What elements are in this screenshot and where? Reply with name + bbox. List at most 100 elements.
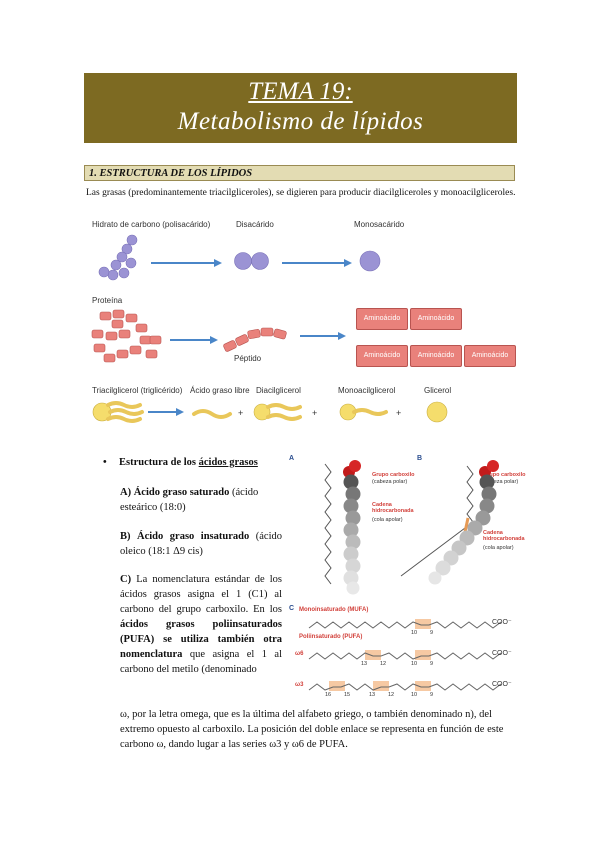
position-label: 12 [380, 661, 387, 667]
paragraph-c-text-2: que asigna el 1 al carbono del metilo (d… [120, 649, 282, 675]
ffa-label: Ácido graso libre [190, 386, 250, 395]
glycerol-icon [426, 401, 448, 423]
paragraph-c-bold: ácidos grasos poliinsaturados (PUFA) se … [120, 619, 282, 660]
arrow-icon [282, 259, 352, 267]
dag-label: Diacilglicerol [256, 386, 301, 395]
diacylglycerol-icon [253, 403, 302, 421]
protein-label: Proteína [92, 296, 123, 305]
position-label: 16 [325, 692, 332, 698]
carb-row-graphic [98, 234, 381, 281]
double-bond-highlight [365, 650, 381, 660]
paragraph-c: C) La nomenclatura estándar de los ácido… [120, 572, 282, 677]
monosaccharide-icon [359, 250, 381, 272]
chain-label-b: Cadena hidrocarbonada [483, 530, 525, 542]
glycerol-label: Glicerol [424, 386, 452, 395]
pufa-label: Poliinsaturado (PUFA) [299, 634, 363, 640]
monoacylglycerol-icon [339, 403, 388, 421]
bullet-heading: • Estructura de los ácidos grasos [103, 457, 258, 468]
fatty-acid-models [324, 460, 499, 595]
section-heading: 1. ESTRUCTURA DE LOS LÍPIDOS [84, 165, 515, 181]
arrow-icon [151, 259, 222, 267]
mufa-pufa-chains [308, 619, 502, 691]
position-label: 15 [344, 692, 351, 698]
intro-paragraph: Las grasas (predominantemente triacilgli… [86, 188, 516, 198]
coo-label-mufa: COO⁻ [492, 619, 512, 626]
position-label: 10 [411, 630, 418, 636]
disaccharide-icon [234, 252, 269, 270]
polysaccharide-icon [98, 234, 138, 281]
lipid-row-graphic: + + + [92, 401, 448, 423]
omega6-label: ω6 [295, 651, 304, 657]
head-sub-a: (cabeza polar) [372, 479, 408, 485]
arrow-icon [170, 336, 218, 344]
mag-label: Monoacilglicerol [338, 386, 396, 395]
amino-acid-box: Aminoácido [410, 308, 462, 330]
free-fatty-acid-icon [192, 409, 232, 419]
paragraph-c-continued: ω, por la letra omega, que es la última … [120, 709, 504, 750]
paragraph-b: B) Ácido graso insaturado (ácido oleico … [120, 529, 282, 559]
double-bond-highlight [415, 681, 431, 691]
fatty-acids-figure: A B Grupo carboxilo (cabeza polar) Caden… [287, 452, 525, 698]
double-bond-marker [463, 517, 470, 533]
amino-acid-box: Aminoácido [410, 345, 462, 367]
omega6-chain-line [308, 652, 502, 660]
position-label: 13 [369, 692, 376, 698]
paragraph-c-text-1: La nomenclatura estándar de los ácidos g… [120, 574, 282, 615]
double-bond-highlight [415, 650, 431, 660]
chain-label-a: Cadena hidrocarbonada [372, 502, 414, 514]
coo-label-w6: COO⁻ [492, 650, 512, 657]
position-label: 10 [411, 661, 418, 667]
paragraph-a-heading: A) Ácido graso saturado [120, 487, 230, 498]
tag-label: Triacilglicerol (triglicérido) [92, 386, 183, 395]
panel-b-label: B [417, 455, 423, 462]
double-bond-highlight [373, 681, 389, 691]
chain-sub-b: (cola apolar) [483, 545, 514, 551]
arrow-icon [300, 332, 346, 340]
peptide-label: Péptido [234, 354, 262, 363]
double-bond-highlight [415, 619, 431, 629]
carb-label: Hidrato de carbono (polisacárido) [92, 220, 211, 229]
plus-sign: + [312, 408, 317, 418]
position-label: 9 [430, 661, 434, 667]
triglyceride-icon [92, 401, 144, 423]
peptide-icon [223, 327, 287, 352]
arrow-icon [148, 408, 184, 416]
plus-sign: + [396, 408, 401, 418]
coo-label-w3: COO⁻ [492, 681, 512, 688]
digestion-figure: Hidrato de carbono (polisacárido) Disacá… [86, 218, 518, 430]
stearic-spacefill-icon [343, 460, 361, 595]
disaccharide-label: Disacárido [236, 220, 274, 229]
title-line-1: TEMA 19: [248, 78, 353, 105]
chain-sub-a: (cola apolar) [372, 517, 403, 523]
protein-icon [91, 309, 162, 363]
bullet-prefix: Estructura de los [119, 457, 199, 468]
omega3-label: ω3 [295, 682, 304, 688]
stearic-chain-line [324, 463, 332, 585]
plus-sign: + [238, 408, 243, 418]
oleic-spacefill-icon [428, 460, 499, 585]
title-banner: TEMA 19: Metabolismo de lípidos [84, 73, 517, 143]
oleic-chain-line [400, 465, 474, 577]
position-label: 10 [411, 692, 418, 698]
paragraph-a-text: (ácido esteárico (18:0) [120, 487, 259, 513]
head-label-a: Grupo carboxilo [372, 472, 415, 478]
paragraph-b-heading: B) Ácido graso insaturado [120, 531, 250, 542]
omega3-chain-line [308, 683, 502, 691]
protein-row-graphic [91, 309, 346, 363]
amino-acid-box: Aminoácido [356, 345, 408, 367]
bullet-dot: • [103, 457, 107, 468]
position-label: 9 [430, 692, 434, 698]
head-label-b: Grupo carboxilo [483, 472, 526, 478]
amino-acid-box: Aminoácido [356, 308, 408, 330]
paragraph-c-label: C) [120, 574, 132, 585]
position-label: 12 [388, 692, 395, 698]
bullet-underlined: ácidos grasos [198, 457, 258, 468]
paragraph-b-text: (ácido oleico (18:1 Δ9 cis) [120, 531, 282, 557]
position-label: 13 [361, 661, 368, 667]
paragraph-a: A) Ácido graso saturado (ácido esteárico… [120, 485, 282, 515]
panel-c-label: C [289, 605, 295, 612]
title-line-2: Metabolismo de lípidos [177, 108, 424, 135]
mufa-label: Monoinsaturado (MUFA) [299, 607, 369, 613]
head-sub-b: (cabeza polar) [483, 479, 519, 485]
panel-a-label: A [289, 455, 295, 462]
